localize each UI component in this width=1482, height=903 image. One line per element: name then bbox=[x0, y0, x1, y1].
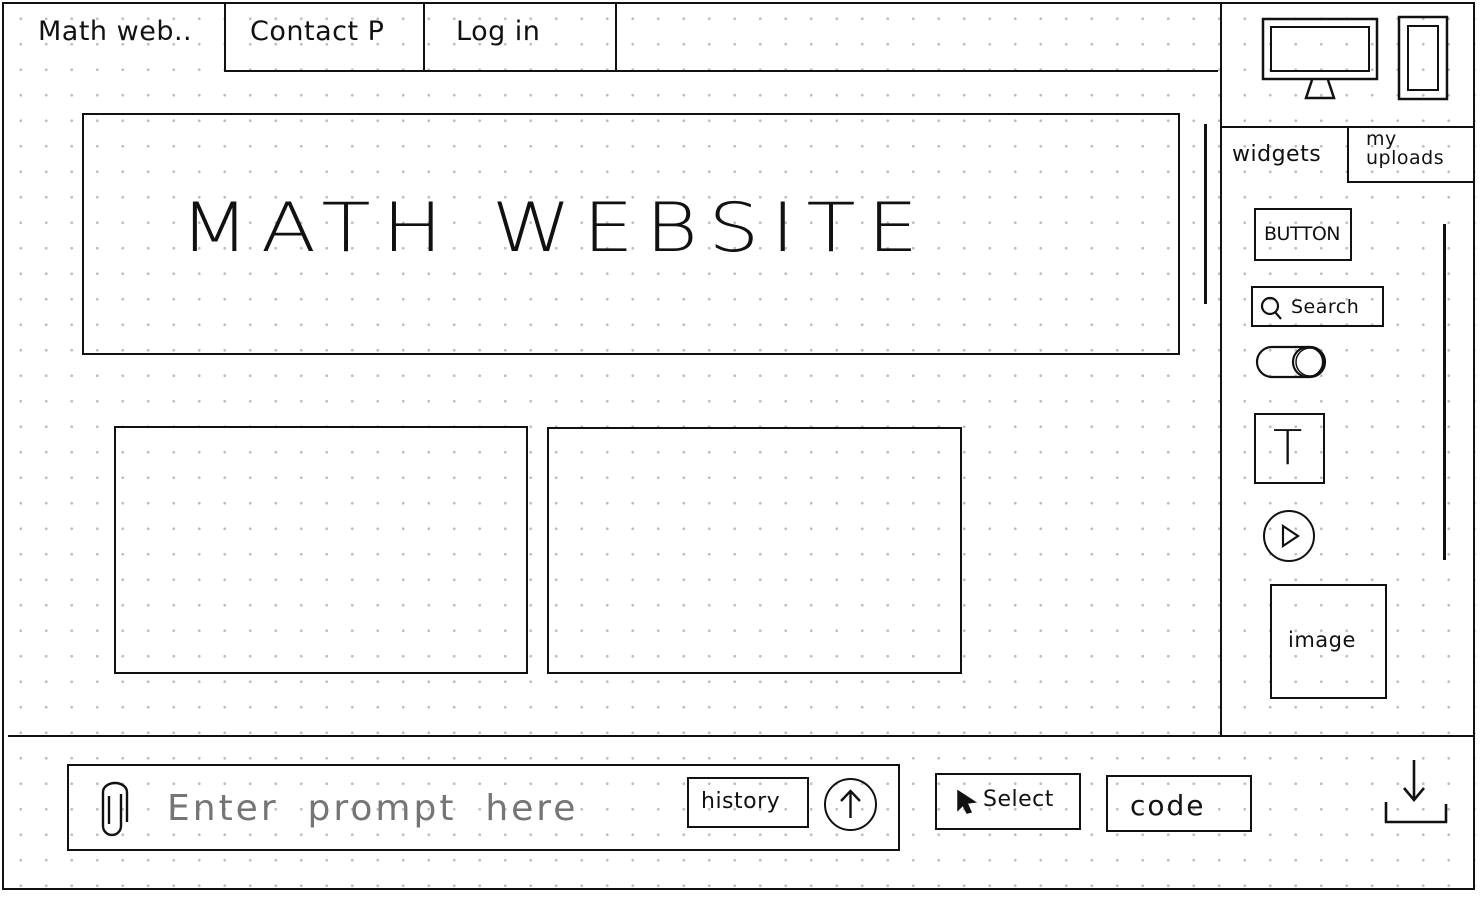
panel-header-divider bbox=[1220, 126, 1474, 128]
mobile-icon[interactable] bbox=[1397, 15, 1449, 101]
widget-image-label: image bbox=[1288, 628, 1356, 652]
content-card[interactable] bbox=[114, 426, 528, 674]
tab-login[interactable]: Log in bbox=[456, 16, 540, 47]
hero-title: MATH WEBSITE bbox=[180, 189, 930, 268]
tab-label: Log in bbox=[456, 16, 541, 47]
tab-contact[interactable]: Contact P bbox=[250, 16, 384, 47]
panel-tab-divider bbox=[1347, 128, 1349, 182]
desktop-icon[interactable] bbox=[1261, 17, 1379, 100]
panel-divider bbox=[1220, 2, 1222, 737]
panel-tab-label: my uploads bbox=[1366, 128, 1445, 169]
select-button[interactable]: Select bbox=[935, 773, 1081, 830]
toggle-icon[interactable] bbox=[1255, 344, 1328, 380]
widget-search[interactable]: Search bbox=[1251, 286, 1384, 327]
app-frame bbox=[2, 2, 1475, 890]
browser-tab-bar: Math web.. Contact P Log in bbox=[0, 0, 1220, 74]
widget-button-label: BUTTON bbox=[1264, 223, 1341, 245]
widget-image[interactable]: image bbox=[1270, 584, 1387, 699]
tab-label: Math web.. bbox=[38, 16, 193, 47]
hero-banner[interactable]: MATH WEBSITE bbox=[82, 113, 1180, 355]
code-button[interactable]: code bbox=[1106, 775, 1252, 832]
widget-search-label: Search bbox=[1291, 296, 1360, 318]
widget-text-label: T bbox=[1273, 420, 1303, 476]
tab-math-website[interactable]: Math web.. bbox=[38, 16, 192, 47]
history-label: history bbox=[701, 789, 781, 814]
canvas-scrollbar[interactable] bbox=[1204, 124, 1207, 304]
paperclip-icon[interactable] bbox=[97, 781, 133, 838]
panel-tab-label: widgets bbox=[1232, 142, 1322, 167]
bottom-bar-divider bbox=[8, 735, 1475, 737]
widget-button[interactable]: BUTTON bbox=[1254, 208, 1352, 261]
code-label: code bbox=[1130, 789, 1206, 822]
tab-divider bbox=[224, 2, 226, 72]
send-arrow-icon[interactable] bbox=[824, 778, 877, 831]
widget-text[interactable]: T bbox=[1254, 413, 1325, 484]
play-icon[interactable] bbox=[1263, 510, 1315, 562]
select-label: Select bbox=[983, 787, 1054, 812]
content-card[interactable] bbox=[547, 427, 962, 674]
search-icon bbox=[1260, 296, 1284, 320]
panel-tab-widgets[interactable]: widgets bbox=[1232, 142, 1321, 167]
prompt-bar[interactable]: history bbox=[67, 764, 900, 851]
cursor-icon bbox=[955, 789, 979, 815]
download-icon[interactable] bbox=[1384, 758, 1448, 826]
panel-scrollbar[interactable] bbox=[1443, 224, 1446, 560]
tab-divider bbox=[615, 2, 617, 72]
tab-divider bbox=[423, 2, 425, 72]
panel-tab-underline bbox=[1347, 181, 1473, 183]
tab-label: Contact P bbox=[250, 16, 385, 47]
tab-bar-underline bbox=[224, 70, 1218, 72]
panel-tab-my-uploads[interactable]: my uploads bbox=[1366, 130, 1470, 168]
prompt-input[interactable] bbox=[165, 782, 665, 834]
history-button[interactable]: history bbox=[687, 777, 809, 828]
